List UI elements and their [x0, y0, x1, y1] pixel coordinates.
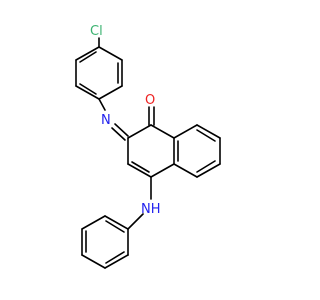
molecule-structure: Cl N O NH — [75, 24, 221, 269]
molecule-canvas: Cl N O NH — [75, 24, 221, 269]
nh-ring-bond — [127, 213, 144, 230]
phenyl-ring — [81, 215, 129, 269]
carbonyl-double-bond — [148, 106, 155, 126]
chlorophenyl-ring — [75, 46, 123, 100]
carbonyl-oxygen-label: O — [145, 93, 155, 108]
benzo-ring — [173, 124, 221, 178]
chlorine-label: Cl — [90, 24, 103, 39]
amine-label: NH — [141, 202, 161, 217]
imine-double-bond — [111, 123, 129, 141]
quinone-ring — [127, 124, 175, 178]
ring-n-bond — [98, 98, 106, 111]
imine-nitrogen-label: N — [101, 113, 111, 128]
